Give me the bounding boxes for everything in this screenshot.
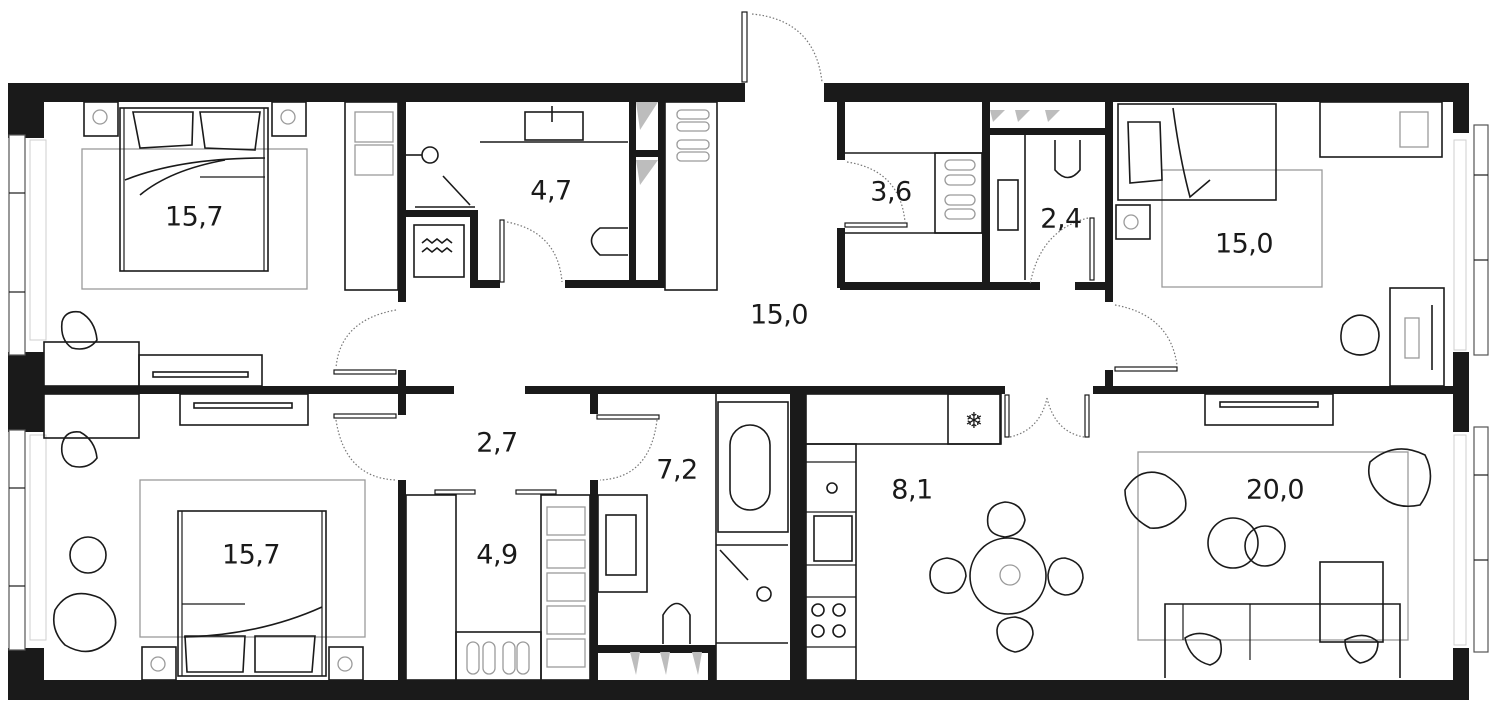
toilet-icon [1054,140,1081,179]
sink-icon [605,514,637,576]
toilet-icon [662,602,691,644]
room-area-hall: 15,0 [749,299,809,331]
dressing-room-fixtures [405,494,591,681]
room-area-living-room: 20,0 [1245,474,1305,506]
armchair-icon [1124,471,1187,529]
toilet-icon [590,227,628,256]
living-room-furniture [1124,393,1432,678]
sink-icon [524,111,584,141]
bedroom-ne-furniture [1115,101,1445,387]
room-area-kitchen: 8,1 [891,474,933,506]
bathroom-south-fixtures [597,394,789,680]
wardrobe-wc-fixtures [845,110,1081,280]
doors [333,11,1178,495]
bedroom-nw-furniture [43,101,399,387]
room-area-bathroom-north: 4,7 [530,175,572,207]
bedroom-sw-furniture [43,393,366,681]
kitchen-fixtures: ❄ [805,393,1084,681]
exterior-walls [8,83,1469,700]
nightstand [83,101,119,137]
dining-table-icon [969,537,1047,615]
armchair-icon [52,592,117,653]
room-area-wc: 2,4 [1040,203,1082,235]
interior-walls [44,102,1453,680]
room-area-wardrobe: 3,6 [870,176,912,208]
coffee-table-icon [1207,517,1259,569]
sink-icon [997,179,1019,231]
room-area-dressing-room: 4,9 [476,539,518,571]
sink-icon [813,515,853,562]
bathroom-north-fixtures [406,101,718,291]
entrance-door[interactable] [741,11,748,83]
room-area-bedroom-sw: 15,7 [221,539,281,571]
washing-machine-icon [413,224,465,278]
room-area-bathroom-south: 7,2 [656,454,698,486]
svg-text:❄: ❄ [965,409,983,434]
chair-icon [60,430,98,468]
chair-icon [60,310,98,350]
room-area-bedroom-nw: 15,7 [164,201,224,233]
windows [8,124,1489,653]
radiators [29,139,1467,646]
fridge-icon [947,393,1001,445]
room-area-bedroom-ne: 15,0 [1214,228,1274,260]
armchair-icon [1367,448,1432,508]
bathtub-icon [717,401,789,533]
chair-icon [1340,314,1380,356]
room-area-corridor: 2,7 [476,427,518,459]
